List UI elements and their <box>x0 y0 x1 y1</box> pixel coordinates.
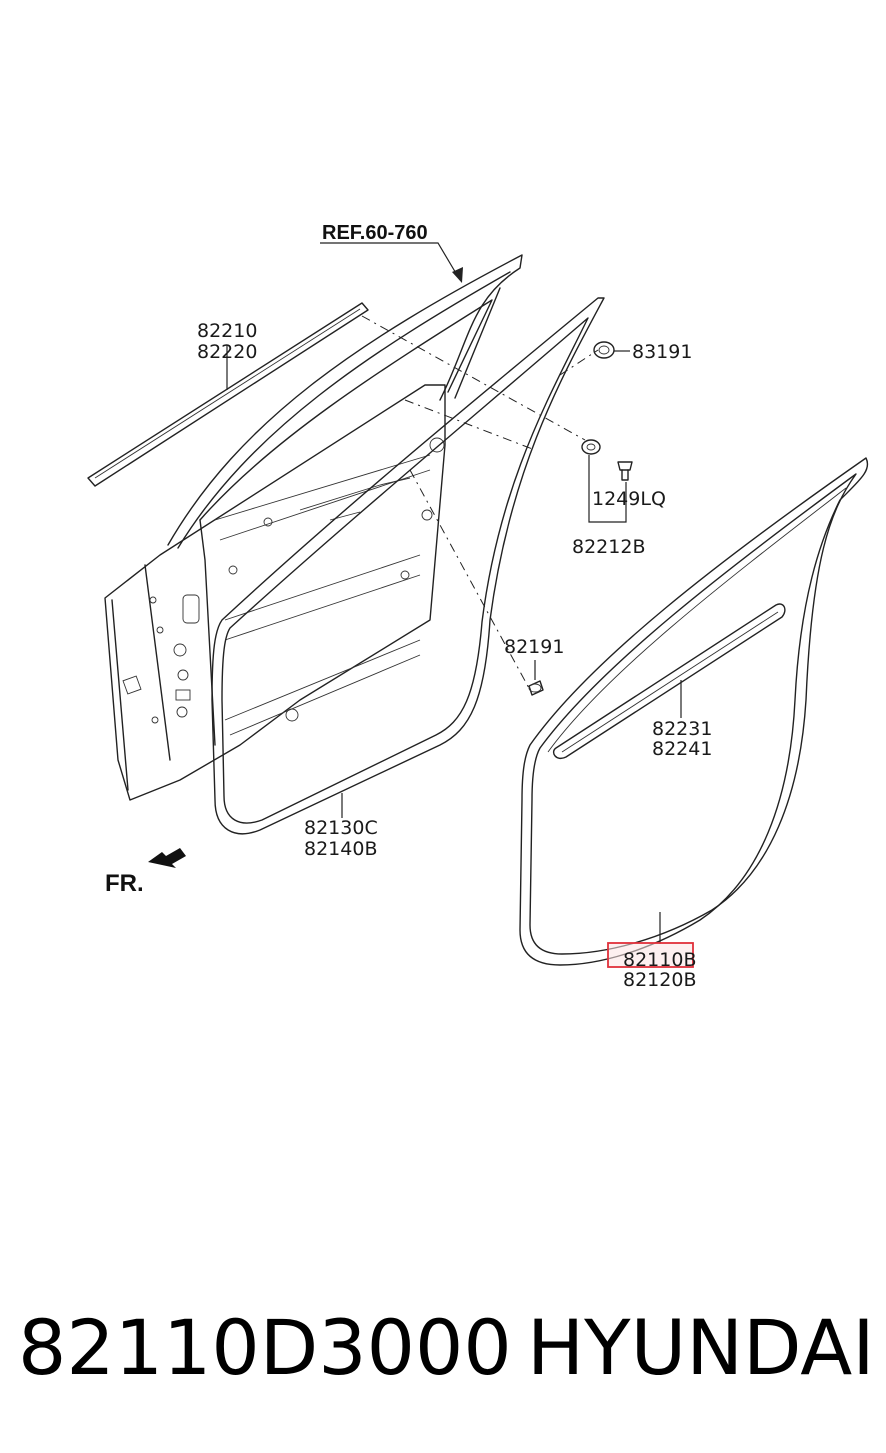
callout-82220: 82220 <box>197 341 257 363</box>
brand-caption: HYUNDAI <box>527 1303 875 1392</box>
callout-82212b: 82212B <box>572 536 645 558</box>
screw-1249lq <box>617 461 633 481</box>
guide-line-4 <box>559 349 599 376</box>
belt-moulding-outer <box>87 302 369 487</box>
ref-leader <box>320 242 461 281</box>
belt-moulding-inner <box>552 603 786 759</box>
front-arrow-icon <box>148 848 186 868</box>
weatherstrip-door-side <box>211 297 605 835</box>
callout-82191: 82191 <box>504 636 564 658</box>
grommet-83191 <box>593 341 615 359</box>
callout-82231: 82231 <box>652 718 712 740</box>
callout-83191: 83191 <box>632 341 692 363</box>
door-panel <box>104 254 523 801</box>
callout-82241: 82241 <box>652 738 712 760</box>
parts-diagram: REF.60-760 <box>87 222 869 991</box>
callout-82140b: 82140B <box>304 838 377 860</box>
leader-82212b <box>588 455 627 523</box>
highlight-box <box>607 942 694 968</box>
weatherstrip-body-side <box>519 457 869 966</box>
front-label: FR. <box>105 870 144 897</box>
callout-82110b: 82110B <box>623 949 696 971</box>
ref-label: REF.60-760 <box>322 222 428 244</box>
grommet-82212b <box>581 439 601 455</box>
callout-82120b: 82120B <box>623 969 696 991</box>
callout-82210: 82210 <box>197 320 257 342</box>
callout-82130c: 82130C <box>304 817 378 839</box>
part-number-caption: 82110D3000 <box>18 1303 512 1392</box>
ref-arrowhead-icon <box>452 267 463 283</box>
guide-line-1 <box>361 315 586 441</box>
plug-82191 <box>528 680 544 696</box>
guide-line-2 <box>404 399 536 451</box>
callout-1249lq: 1249LQ <box>592 488 666 510</box>
